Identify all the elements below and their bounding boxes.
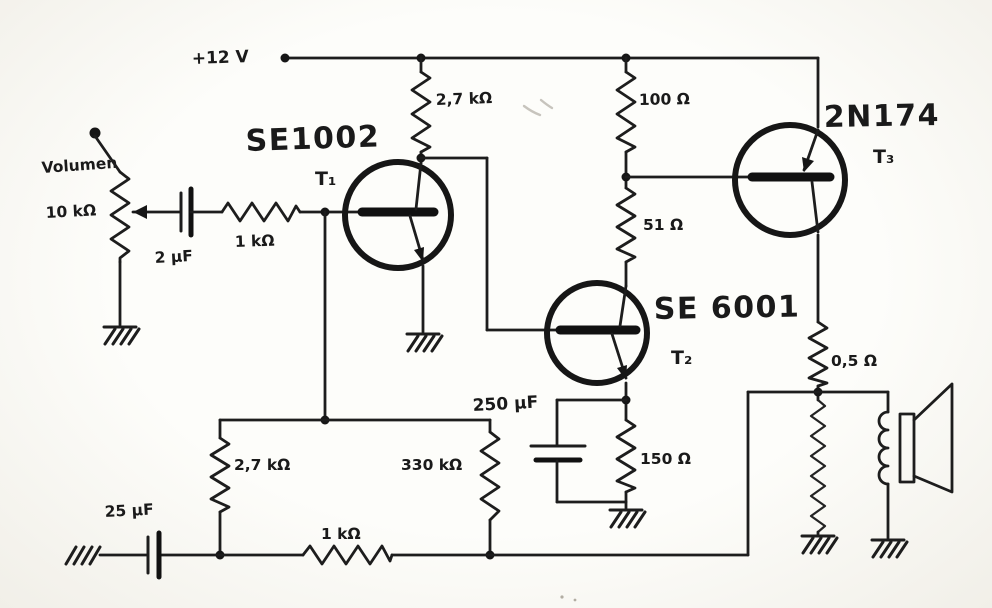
input-cap-label: 2 µF [154, 247, 193, 267]
bypass-cap-label: 250 µF [472, 393, 538, 416]
ground-symbol [800, 534, 839, 555]
t2-emitter-arrow-icon [617, 365, 627, 380]
feedback-resistor-c-label: 1 kΩ [321, 525, 361, 543]
feedback-cap-label: 25 µF [104, 500, 154, 521]
volume-label: Volumen [41, 154, 118, 177]
speaker-cone [912, 382, 954, 494]
ground-symbol [102, 325, 141, 346]
ground-symbol [608, 508, 647, 529]
feedback-resistor-b-label: 330 kΩ [401, 456, 462, 474]
feedback-capacitor: 25 µF [98, 500, 162, 580]
resistor-100-label: 100 Ω [639, 90, 690, 109]
feedback-resistor-a-label: 2,7 kΩ [234, 456, 290, 474]
t2-ref-label: T₂ [671, 347, 692, 369]
transistor-t2: SE 6001 T₂ [544, 280, 801, 422]
t1-type-label: SE1002 [245, 119, 381, 159]
ground-symbol [405, 332, 444, 353]
t1-emitter-arrow-icon [414, 247, 424, 262]
volume-potentiometer: Volumen 10 kΩ [41, 127, 183, 327]
resistor-body [220, 201, 302, 223]
t2-emitter-resistor: 150 Ω [615, 418, 691, 510]
t2-emitter-resistor-label: 150 Ω [640, 450, 691, 468]
ground-symbol [64, 545, 102, 566]
feedback-resistor-b-body [479, 430, 501, 522]
feedback-resistor-a-body [209, 436, 231, 514]
t2-collector-lead [618, 284, 628, 328]
transistor-t1: SE1002 T₁ [245, 119, 454, 334]
pot-value-label: 10 kΩ [45, 201, 96, 222]
resistor-body [410, 70, 432, 154]
resistor-body [807, 320, 829, 388]
resistor-51-label: 51 Ω [643, 216, 683, 234]
resistor-51-body [615, 186, 637, 264]
driver-bias-resistors: 100 Ω 51 Ω [615, 56, 754, 288]
t1-body-circle [342, 159, 454, 271]
transistor-t3: 2N174 T₃ [732, 98, 941, 324]
power-rail: +12 V [191, 47, 820, 129]
t2-type-label: SE 6001 [654, 289, 801, 327]
t1-collector-lead [414, 161, 423, 211]
speaker-icon [816, 382, 954, 540]
sense-resistor-label: 0,5 Ω [831, 352, 877, 370]
supply-voltage-label: +12 V [191, 47, 249, 69]
t2-body-circle [544, 280, 650, 386]
voice-coil [877, 410, 890, 486]
output-sense-resistor: 0,5 Ω [807, 320, 877, 536]
output-shunt-element [809, 398, 827, 534]
junction-dot [280, 53, 290, 63]
feedback-resistor-c-body [301, 544, 394, 566]
scan-speck [573, 598, 577, 602]
speaker-frame [898, 412, 916, 484]
pot-resistor-body [109, 170, 131, 264]
wire [93, 134, 122, 174]
input-resistor-label: 1 kΩ [235, 232, 275, 251]
scan-smudge [522, 98, 577, 602]
input-series-resistor: 1 kΩ [220, 201, 364, 251]
t3-type-label: 2N174 [824, 98, 941, 135]
t3-ref-label: T₃ [873, 146, 894, 168]
ground-symbol [870, 538, 909, 559]
t3-body-circle [732, 122, 848, 238]
resistor-body [615, 418, 637, 494]
input-coupling-capacitor: 2 µF [154, 186, 224, 267]
input-terminal-dot [89, 127, 101, 139]
t3-emitter-arrow-icon [802, 157, 814, 172]
scan-speck [560, 595, 564, 599]
t1-collector-resistor: 2,7 kΩ [410, 56, 493, 165]
t1-collector-resistor-label: 2,7 kΩ [436, 89, 493, 109]
wiper-arrow-icon [133, 205, 147, 219]
resistor-100-body [615, 70, 637, 154]
t3-collector-lead [810, 180, 820, 234]
emitter-bypass-capacitor: 250 µF [472, 393, 628, 504]
feedback-network: 2,7 kΩ 330 kΩ 1 kΩ [157, 210, 820, 566]
t1-ref-label: T₁ [315, 168, 336, 190]
